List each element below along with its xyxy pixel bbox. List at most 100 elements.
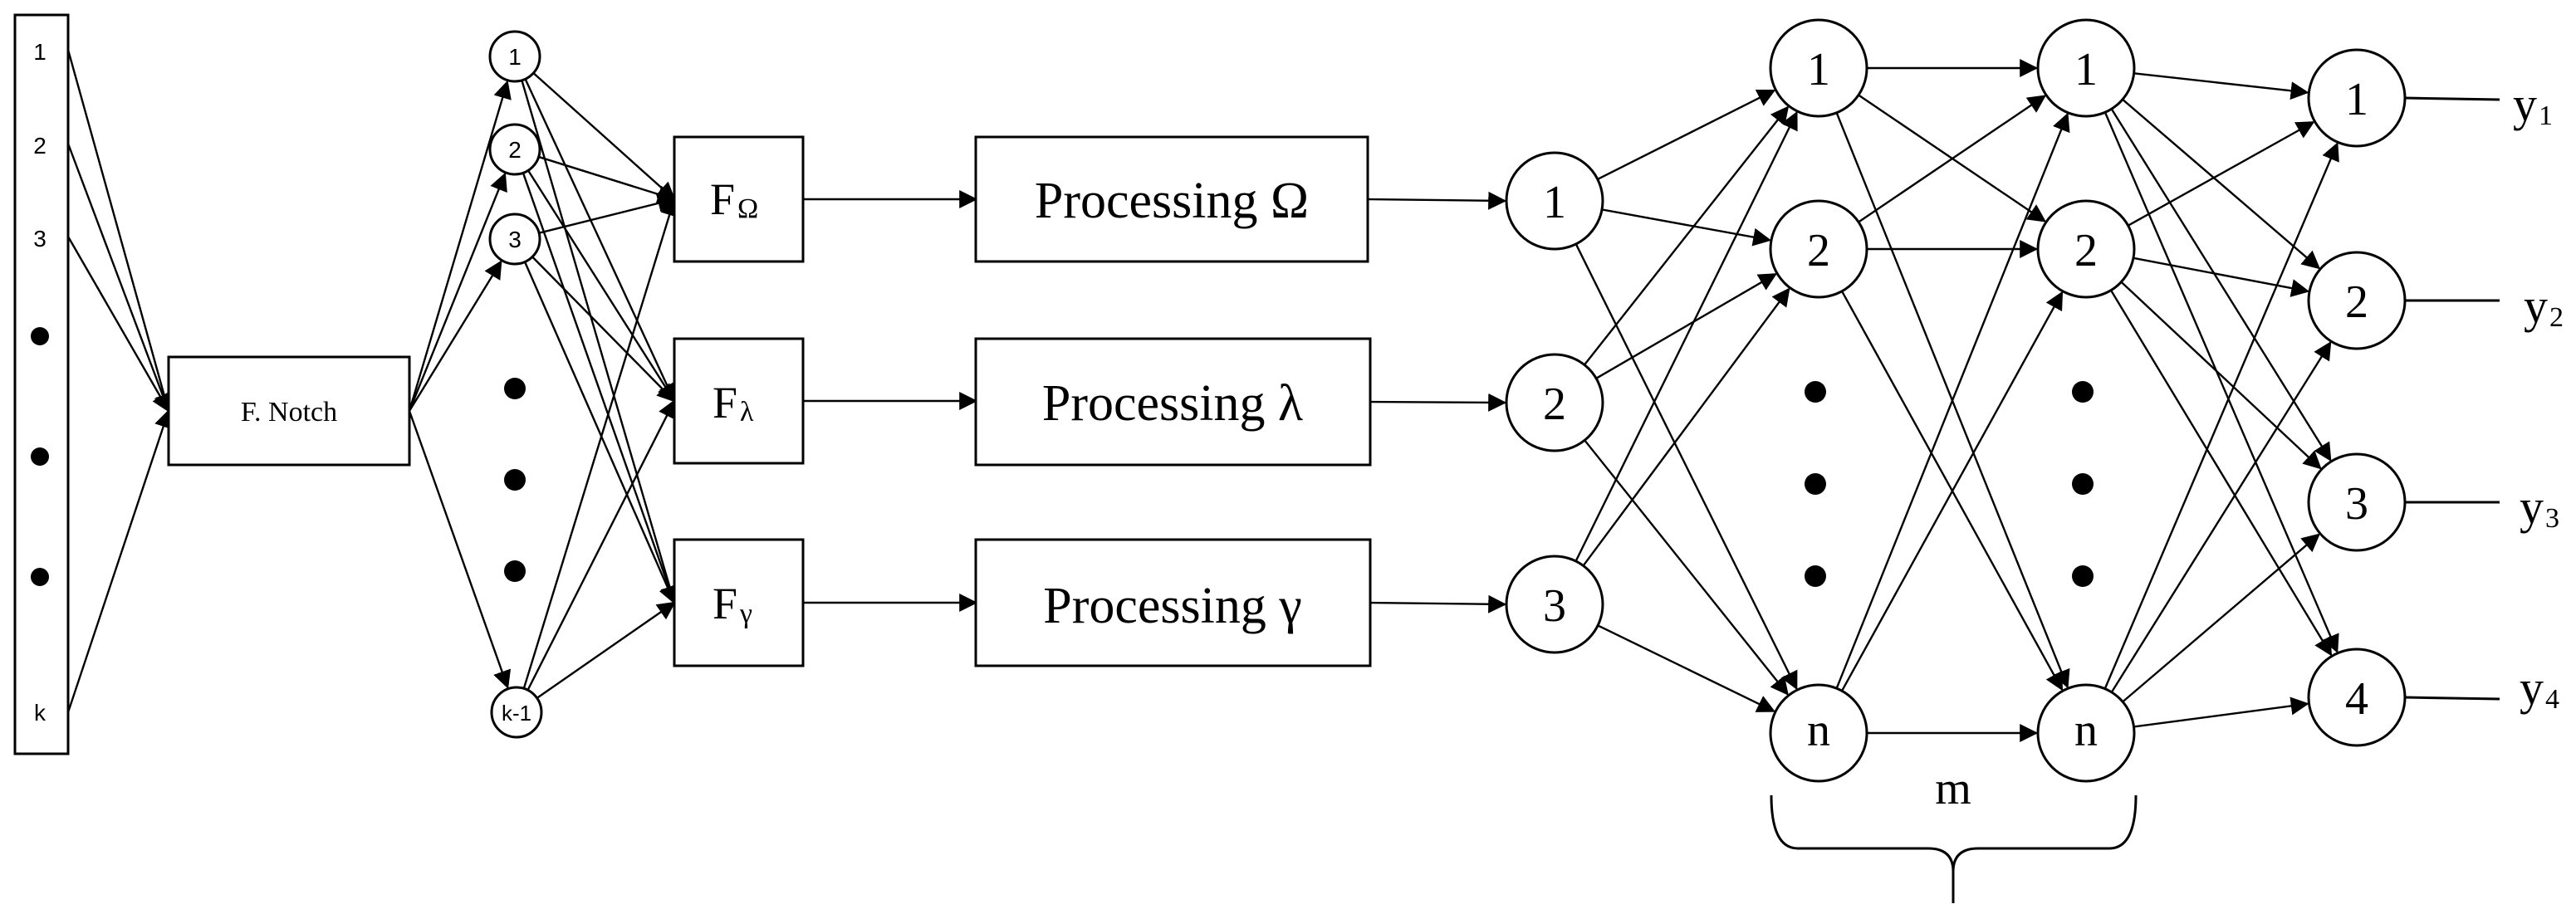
feature-to-hidden-edge xyxy=(1574,243,1798,691)
input-label-1: 1 xyxy=(33,39,47,65)
hidden-to-output-edge xyxy=(2133,72,2309,100)
processing-label-omega: Processing Ω xyxy=(1035,173,1309,229)
channel-to-filter-edge xyxy=(527,169,676,403)
feature-label-3: 3 xyxy=(1543,580,1566,632)
hidden2-node-n xyxy=(2036,683,2136,783)
processing-label-lambda: Processing λ xyxy=(1042,375,1303,432)
feature-to-hidden-edge xyxy=(1601,208,1772,247)
channel-node-k-1 xyxy=(490,686,543,739)
output-signals: y 1 y 2 y 3 y 4 xyxy=(2513,77,2564,715)
filter-omega-main: F xyxy=(710,174,735,224)
channel-to-filter-edge xyxy=(538,155,677,203)
ellipsis-dot xyxy=(31,447,49,466)
feature-to-hidden-edge xyxy=(1583,105,1790,366)
feature-to-hidden-edge xyxy=(1574,110,1798,562)
processing-label-gamma: Processing γ xyxy=(1043,578,1302,634)
hidden1-node-1 xyxy=(1769,18,1868,118)
hidden-to-output-edge xyxy=(2122,98,2321,270)
input-label-k: k xyxy=(34,700,47,726)
output-label-3: 3 xyxy=(2345,478,2368,530)
notch-filter: F. Notch xyxy=(167,355,411,467)
filter-box-omega xyxy=(673,135,805,263)
hidden2-node-1 xyxy=(2036,18,2136,118)
input-to-notch-edge xyxy=(66,236,170,413)
processing-box-gamma xyxy=(974,538,1372,667)
input-to-notch-edge xyxy=(66,408,173,713)
channel-to-filter-edge xyxy=(536,601,676,699)
channel-to-filter-edge xyxy=(522,172,678,605)
hidden1-label-n: n xyxy=(1807,705,1830,756)
hidden-layer-1: 1 2 n xyxy=(1769,18,1868,783)
y1-sub: 1 xyxy=(2539,100,2553,131)
feature-node-3 xyxy=(1505,555,1604,654)
channel-label-2: 2 xyxy=(508,137,522,163)
hidden-to-output-edge xyxy=(2103,111,2339,653)
hidden-to-output-edge xyxy=(2110,108,2332,462)
processing-to-feature-edge xyxy=(1367,393,1507,412)
hidden-to-output-edge xyxy=(2133,257,2310,297)
ellipsis-dot xyxy=(504,560,526,582)
feature-to-hidden-edge xyxy=(1597,89,1776,181)
ellipsis-dot xyxy=(31,568,49,586)
feature-to-hidden-edge xyxy=(1582,287,1790,567)
channel-label-k-1: k-1 xyxy=(502,701,531,726)
channel-to-filter-edge xyxy=(524,78,676,403)
y3-main: y xyxy=(2520,480,2544,534)
input-label-2: 2 xyxy=(33,133,47,159)
input-label-3: 3 xyxy=(33,226,47,252)
connections xyxy=(66,49,2500,742)
hidden-layers-brace: m xyxy=(1770,763,2138,903)
hidden1-node-n xyxy=(1769,683,1868,783)
y2-main: y xyxy=(2524,279,2548,333)
ellipsis-dot xyxy=(2072,473,2094,495)
filter-box-lambda xyxy=(673,337,805,465)
hidden2-label-1: 1 xyxy=(2074,44,2098,95)
channel-to-filter-edge xyxy=(523,261,677,605)
y4-main: y xyxy=(2520,661,2544,715)
feature-label-2: 2 xyxy=(1543,379,1566,430)
ellipsis-dot xyxy=(504,378,526,399)
hidden-to-hidden-edge xyxy=(1858,95,2047,223)
filter-gamma-main: F xyxy=(713,579,737,628)
notch-to-channel-edge xyxy=(408,172,507,412)
ellipsis-dot xyxy=(1805,381,1826,403)
y1-main: y xyxy=(2513,77,2537,131)
output-node-3 xyxy=(2307,452,2407,552)
processing-box-lambda xyxy=(974,337,1372,467)
channel-to-filter-edge xyxy=(522,197,678,689)
hidden-to-hidden-edge xyxy=(1835,112,2070,689)
channel-label-1: 1 xyxy=(508,44,522,70)
hidden-to-output-edge xyxy=(2122,533,2321,703)
feature-to-hidden-edge xyxy=(1595,273,1778,379)
feature-node-1 xyxy=(1505,151,1604,251)
filter-lambda-sub: λ xyxy=(740,397,754,428)
hidden-to-output-edge xyxy=(2109,290,2333,657)
hidden1-label-1: 1 xyxy=(1807,44,1830,95)
brace xyxy=(1770,794,2138,903)
output-label-2: 2 xyxy=(2345,276,2368,328)
feature-to-hidden-edge xyxy=(1584,439,1789,696)
filter-box-gamma xyxy=(673,538,805,667)
ellipsis-dot xyxy=(504,469,526,491)
hidden2-label-n: n xyxy=(2074,705,2098,756)
input-to-notch-edge xyxy=(66,49,174,413)
ellipsis-dot xyxy=(31,327,49,345)
ellipsis-dot xyxy=(1805,565,1826,587)
hidden2-node-2 xyxy=(2036,199,2136,299)
y2-sub: 2 xyxy=(2549,302,2564,333)
channel-to-filter-edge xyxy=(526,399,676,691)
output-node-4 xyxy=(2307,648,2407,747)
input-layer: 1 2 3 k xyxy=(13,13,70,755)
hidden-to-output-edge xyxy=(2110,340,2332,693)
processing-to-feature-edge xyxy=(1367,594,1507,613)
ellipsis-dot xyxy=(2072,381,2094,403)
notch-label: F. Notch xyxy=(241,397,337,428)
filter-lambda-main: F xyxy=(713,378,737,428)
output-label-1: 1 xyxy=(2345,74,2368,125)
y3-sub: 3 xyxy=(2545,503,2559,534)
hidden-to-output-edge xyxy=(2103,142,2339,690)
filter-gamma-sub: γ xyxy=(739,599,752,629)
hidden2-label-2: 2 xyxy=(2074,225,2098,276)
hidden1-label-2: 2 xyxy=(1807,225,1830,276)
